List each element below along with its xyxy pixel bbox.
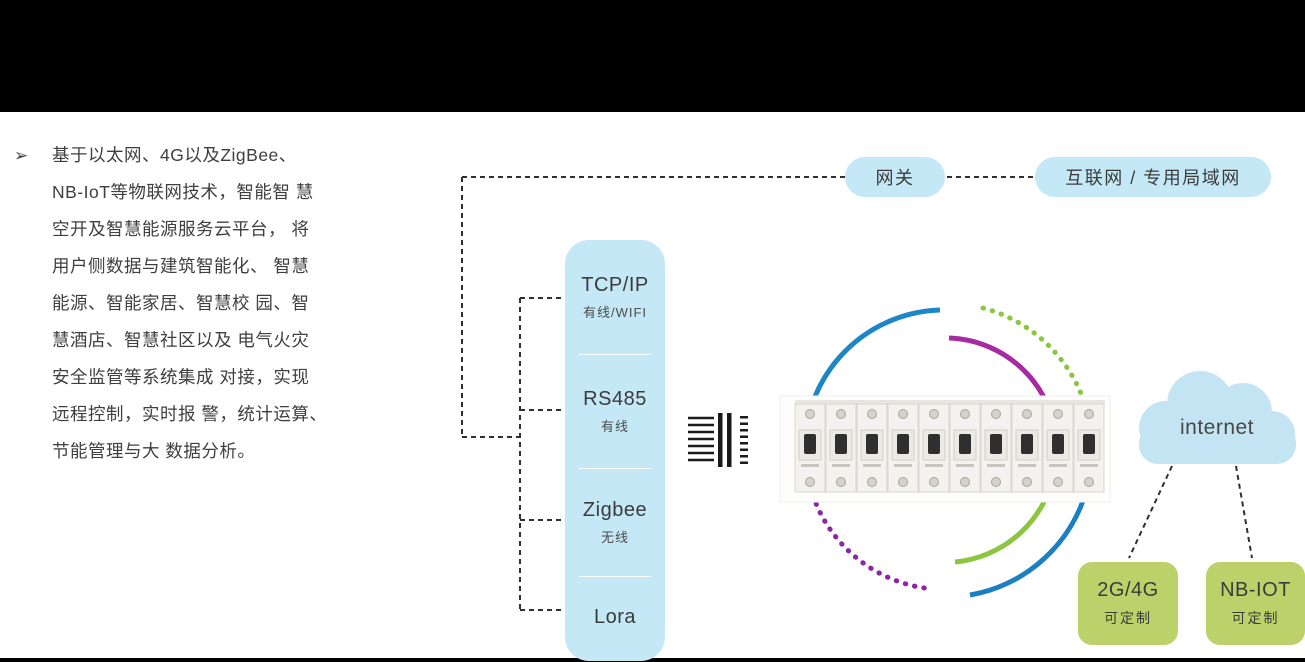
protocol-item-zigbee: Zigbee 无线 — [565, 469, 665, 576]
module-note: 可定制 — [1104, 610, 1152, 626]
intro-text-line: 能源、智能家居、智慧校 园、智 — [52, 293, 310, 313]
protocol-type: 无线 — [600, 530, 629, 545]
protocol-name: TCP/IP — [581, 273, 649, 296]
protocol-type: 有线 — [600, 419, 629, 434]
protocol-item-tcpip: TCP/IP 有线/WIFI — [565, 240, 665, 354]
cloud-label: internet — [1179, 416, 1255, 439]
network-label: 互联网 / 专用局域网 — [1065, 168, 1241, 188]
intro-paragraph: 基于以太网、4G以及ZigBee、 NB-IoT等物联网技术，智能智 慧 空开及… — [52, 137, 362, 470]
network-node: 互联网 / 专用局域网 — [1035, 157, 1271, 197]
protocol-item-lora: Lora — [565, 577, 665, 658]
protocol-type: 有线/WIFI — [582, 304, 648, 320]
gateway-node: 网关 — [845, 157, 945, 197]
gateway-label: 网关 — [875, 168, 915, 188]
module-note: 可定制 — [1231, 610, 1280, 626]
module-nbiot: NB-IOT 可定制 — [1206, 562, 1305, 645]
intro-text-line: NB-IoT等物联网技术，智能智 慧 — [52, 182, 314, 202]
module-name: NB-IOT — [1220, 579, 1291, 601]
intro-text-line: 空开及智慧能源服务云平台， 将 — [52, 219, 310, 239]
protocol-name: RS485 — [583, 388, 647, 410]
protocol-item-rs485: RS485 有线 — [565, 355, 665, 468]
intro-text-line: 基于以太网、4G以及ZigBee、 — [52, 145, 297, 165]
panel-divider — [579, 354, 651, 355]
intro-text-line: 慧酒店、智慧社区以及 电气火灾 — [52, 330, 310, 350]
module-name: 2G/4G — [1097, 579, 1159, 601]
intro-bullet-icon: ➢ — [14, 146, 29, 165]
panel-divider — [579, 576, 651, 577]
protocol-name: Zigbee — [582, 499, 648, 521]
intro-text-line: 用户侧数据与建筑智能化、 智慧 — [52, 256, 310, 276]
intro-text-line: 安全监管等系统集成 对接，实现 — [52, 367, 310, 387]
intro-text-line: 节能管理与大 数据分析。 — [52, 441, 256, 461]
protocol-name: Lora — [593, 606, 637, 628]
protocol-panel: TCP/IP 有线/WIFI RS485 有线 Zigbee 无线 Lora — [565, 240, 665, 661]
panel-divider — [579, 468, 651, 469]
module-2g4g: 2G/4G 可定制 — [1078, 562, 1178, 645]
intro-text-line: 远程控制，实时报 警，统计运算、 — [52, 404, 328, 424]
